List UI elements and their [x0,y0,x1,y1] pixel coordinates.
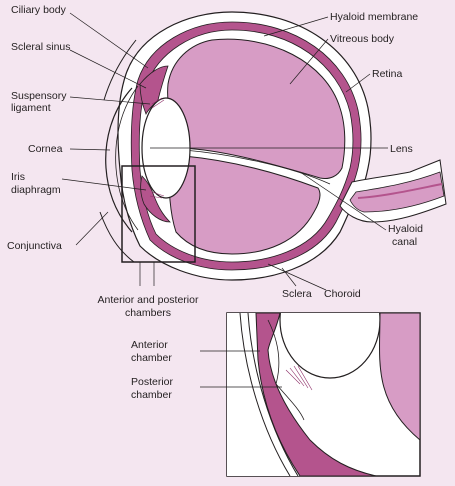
label-iris-diaphragm-line1: Iris [11,171,25,183]
label-posterior-chamber-line1: Posterior [131,376,174,388]
suspensory-fibers [149,97,165,199]
label-suspensory-ligament-line2: ligament [11,102,51,114]
label-sclera: Sclera [282,288,312,300]
label-iris-diaphragm-line2: diaphragm [11,184,61,196]
label-scleral-sinus: Scleral sinus [11,41,71,53]
label-vitreous-body: Vitreous body [330,33,395,45]
hyaloid-canal [183,149,331,185]
label-anterior-posterior-chambers-line1: Anterior and posterior [97,294,199,306]
label-anterior-chamber-line1: Anterior [131,339,168,351]
label-posterior-chamber-line2: chamber [131,389,172,401]
label-choroid: Choroid [324,288,361,300]
inset [226,312,421,477]
ciliary-body-lower [140,175,171,223]
label-hyaloid-membrane: Hyaloid membrane [330,11,419,23]
label-lens: Lens [390,143,413,155]
leader-lines [61,12,388,388]
zoom-region-box [121,165,196,263]
label-suspensory-ligament-line1: Suspensory [11,90,67,102]
lower-eyelid [99,211,135,263]
label-conjunctiva: Conjunctiva [7,240,62,252]
upper-eyelid [103,39,137,101]
cornea [105,87,133,233]
inset-lens [279,313,381,379]
inset-tissue [255,313,377,476]
label-anterior-chamber-line2: chamber [131,352,172,364]
label-hyaloid-canal-line1: Hyaloid [388,223,424,235]
label-retina: Retina [372,68,403,80]
label-ciliary-body: Ciliary body [11,4,66,16]
label-hyaloid-canal-line2: canal [392,236,418,248]
label-cornea: Cornea [28,143,63,155]
eyeball [99,11,447,281]
vitreous-body [167,38,346,179]
label-anterior-posterior-chambers-line2: chambers [124,307,172,319]
